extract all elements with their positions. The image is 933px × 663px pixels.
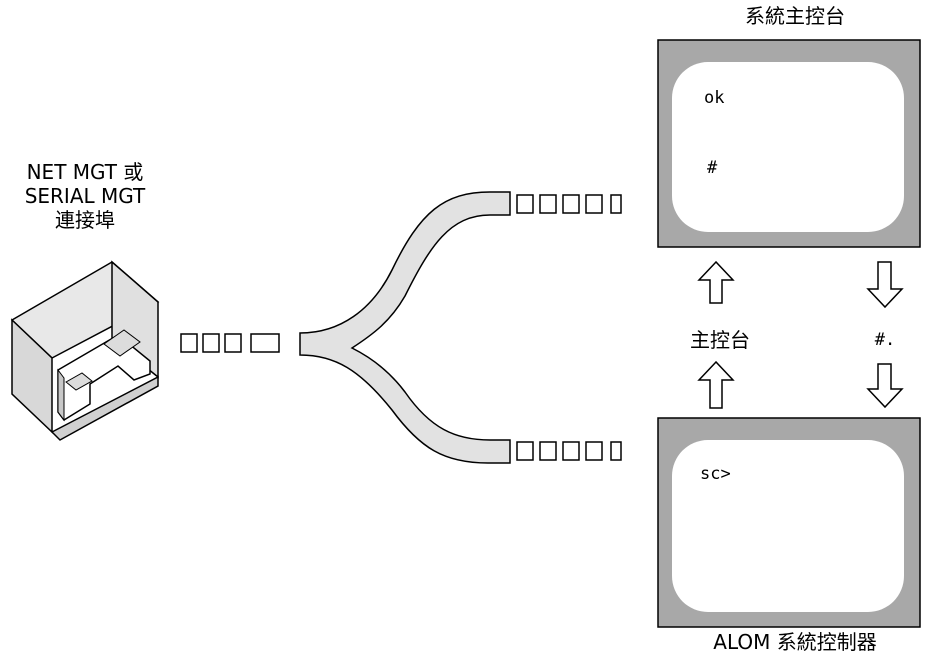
switch-to-console-label: 主控台 [690,328,750,352]
port-label-line1: NET MGT 或 [26,160,144,184]
up-arrow-icon [697,260,735,304]
system-console-screen [672,62,904,232]
signal-square [224,333,242,353]
signal-square [562,194,580,214]
signal-square [610,441,622,461]
system-console-monitor [657,39,921,248]
port-inner-notch [65,372,93,391]
up-arrow-icon [697,360,735,409]
signal-square [539,441,557,461]
system-console-title: 系統主控台 [745,4,845,28]
y-splitter-cable [299,191,511,464]
alom-screen [672,440,904,612]
signal-square [585,441,603,461]
signal-square [562,441,580,461]
signal-square [516,194,534,214]
signal-square [180,333,198,353]
port-inner-wall-left [57,368,65,422]
alom-title: ALOM 系統控制器 [713,630,877,654]
port-label-line3: 連接埠 [55,208,115,232]
ok-prompt: ok [704,88,725,108]
cable-signal-squares-left [180,333,280,353]
signal-square [610,194,622,214]
cable-signal-squares-top [516,194,622,214]
signal-square [516,441,534,461]
hash-prompt: # [707,158,718,178]
down-arrow-icon [866,363,904,409]
down-arrow-icon [866,261,904,309]
port-label-line2: SERIAL MGT [24,184,146,208]
signal-square [250,333,280,353]
port-label: NET MGT 或 SERIAL MGT 連接埠 [0,160,170,232]
cable-body [299,191,511,464]
signal-square [202,333,220,353]
port-inner-step [103,329,141,357]
signal-square [539,194,557,214]
alom-monitor [657,417,921,628]
cable-signal-squares-bottom [516,441,622,461]
sc-prompt: sc> [700,464,731,484]
port-bottom-face [50,375,159,441]
signal-square [585,194,603,214]
escape-sequence-label: #. [874,330,896,350]
port-icon [10,260,160,441]
